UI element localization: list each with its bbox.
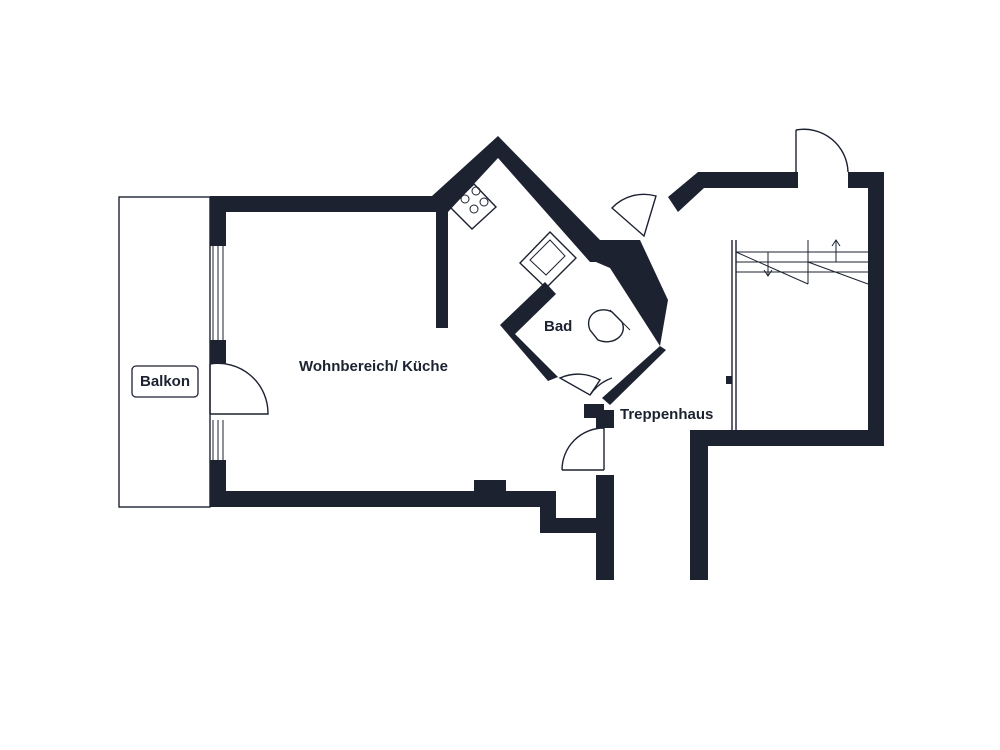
stairwell-walls [668,172,884,580]
label-balcony: Balkon [140,373,190,390]
label-living-kitchen: Wohnbereich/ Küche [299,358,448,375]
apartment-walls [210,136,668,580]
balcony-door [209,362,269,415]
stairs [731,239,869,430]
balcony-label-box: Balkon [131,365,199,398]
stove [448,183,498,230]
stairwell-door-top [795,128,849,173]
label-bath: Bad [544,318,572,335]
toilet [587,309,631,343]
balcony [118,196,211,508]
bath-door [558,373,613,396]
label-stairwell: Treppenhaus [620,406,713,423]
sink [519,231,577,289]
entrance-door [561,427,605,471]
stairwell-door-left [610,193,657,238]
window-left [212,246,224,460]
